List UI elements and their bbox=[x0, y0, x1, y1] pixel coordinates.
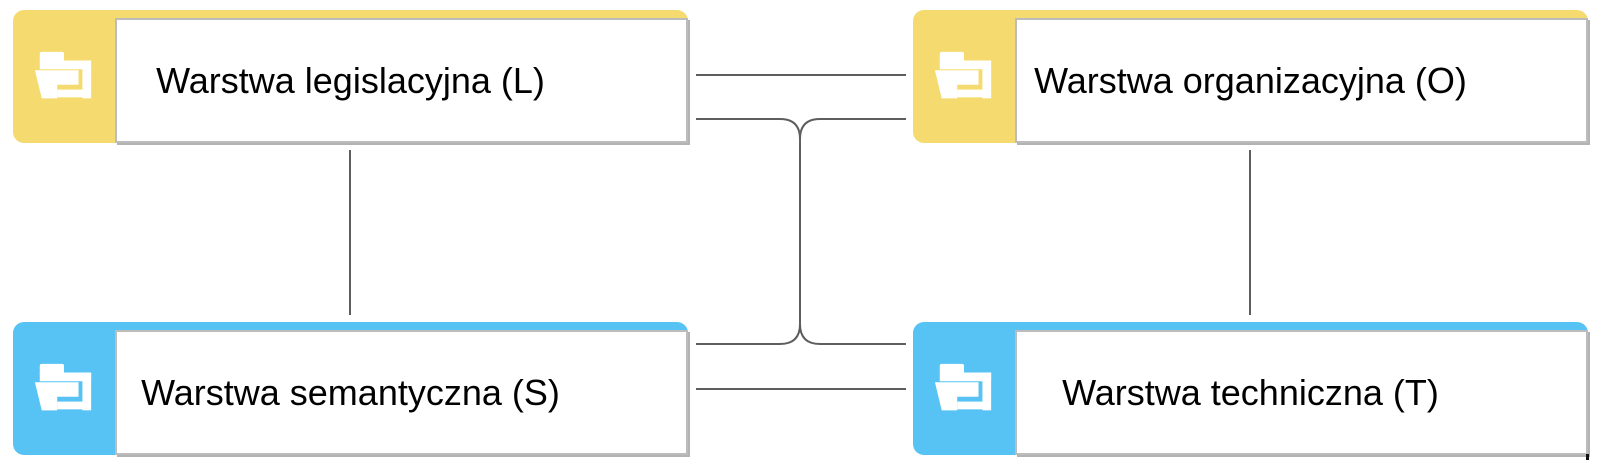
node-warstwa-legislacyjna: Warstwa legislacyjna (L) bbox=[13, 10, 688, 143]
node-label: Warstwa semantyczna (S) bbox=[141, 371, 560, 413]
node-panel bbox=[1015, 18, 1588, 143]
folder-icon bbox=[934, 363, 992, 410]
node-label: Warstwa organizacyjna (O) bbox=[1034, 59, 1467, 101]
node-panel bbox=[1015, 330, 1588, 455]
edge-trunk-left bbox=[696, 118, 801, 345]
folder-icon bbox=[934, 51, 992, 98]
node-panel bbox=[115, 18, 688, 143]
node-warstwa-semantyczna: Warstwa semantyczna (S) bbox=[13, 322, 688, 455]
folder-icon bbox=[34, 51, 92, 98]
node-warstwa-organizacyjna: Warstwa organizacyjna (O) bbox=[913, 10, 1588, 143]
node-label: Warstwa techniczna (T) bbox=[1062, 371, 1439, 413]
node-panel bbox=[115, 330, 688, 455]
stray-mark bbox=[1586, 454, 1589, 460]
folder-icon bbox=[34, 363, 92, 410]
edge-trunk-right bbox=[799, 118, 906, 345]
node-warstwa-techniczna: Warstwa techniczna (T) bbox=[913, 322, 1588, 455]
node-label: Warstwa legislacyjna (L) bbox=[156, 59, 545, 101]
